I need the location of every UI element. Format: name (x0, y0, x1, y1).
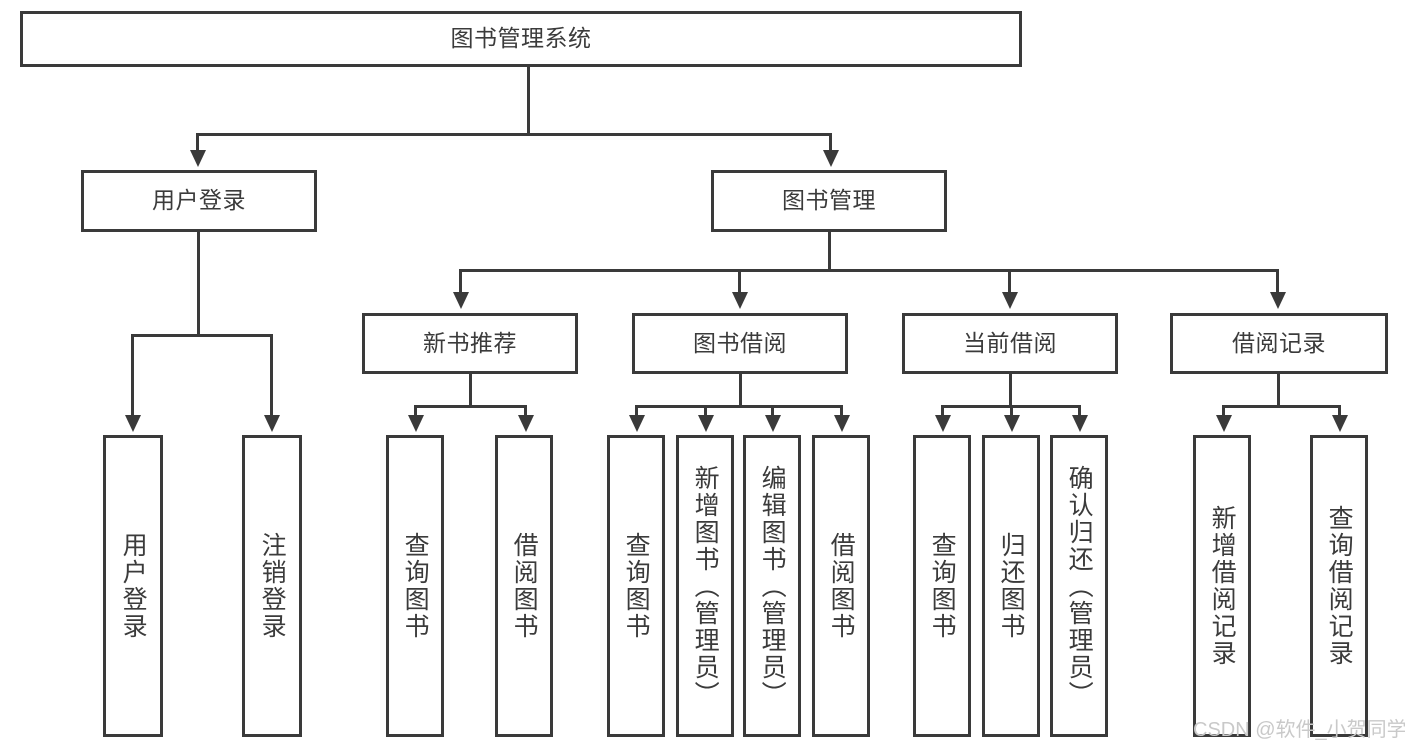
connector-br-drop-1 (1222, 405, 1225, 418)
node-label: 查询图书 (622, 532, 651, 640)
connector-cb-drop-1 (941, 405, 944, 418)
arrowhead-leaf-edit-book (765, 415, 781, 432)
connector-nbr-drop-1 (414, 405, 417, 418)
node-leaf-query-record[interactable]: 查询借阅记录 (1310, 435, 1368, 737)
arrowhead-borrow-record (1270, 292, 1286, 309)
connector-root-stem (527, 67, 530, 135)
node-label: 借阅图书 (510, 532, 539, 640)
arrowhead-current-borrow (1002, 292, 1018, 309)
arrowhead-leaf-confirm-return (1072, 415, 1088, 432)
node-user-login[interactable]: 用户登录 (81, 170, 317, 232)
arrowhead-new-book-recommend (453, 292, 469, 309)
node-leaf-add-book[interactable]: 新增图书（管理员） (676, 435, 734, 737)
arrowhead-to-user-login (190, 150, 206, 167)
node-leaf-user-login[interactable]: 用户登录 (103, 435, 163, 737)
node-label: 图书管理 (782, 187, 876, 214)
node-label: 查询图书 (928, 532, 957, 640)
arrowhead-leaf-query-book-3 (935, 415, 951, 432)
connector-nbr-drop-2 (524, 405, 527, 418)
node-label: 查询图书 (401, 532, 430, 640)
node-leaf-borrow-book-2[interactable]: 借阅图书 (812, 435, 870, 737)
connector-br-bar (1222, 405, 1341, 408)
connector-root-bar (196, 133, 832, 136)
connector-nbr-bar (414, 405, 527, 408)
connector-br-drop-2 (1338, 405, 1341, 418)
arrowhead-to-book-management (823, 150, 839, 167)
connector-cb-stem (1009, 374, 1012, 408)
node-root-system[interactable]: 图书管理系统 (20, 11, 1022, 67)
connector-root-to-user-login (196, 133, 199, 153)
arrowhead-leaf-logout-login (264, 415, 280, 432)
connector-bb-drop-4 (840, 405, 843, 418)
connector-bm-drop-3 (1008, 269, 1011, 295)
node-borrow-record[interactable]: 借阅记录 (1170, 313, 1388, 374)
node-label: 新书推荐 (423, 329, 517, 356)
node-label: 编辑图书（管理员） (758, 464, 787, 708)
node-leaf-query-book-1[interactable]: 查询图书 (386, 435, 444, 737)
node-leaf-query-book-2[interactable]: 查询图书 (607, 435, 665, 737)
connector-bm-drop-4 (1276, 269, 1279, 295)
node-leaf-add-record[interactable]: 新增借阅记录 (1193, 435, 1251, 737)
node-label: 确认归还（管理员） (1065, 464, 1094, 708)
connector-root-to-book-management (829, 133, 832, 153)
node-leaf-edit-book[interactable]: 编辑图书（管理员） (743, 435, 801, 737)
node-current-borrow[interactable]: 当前借阅 (902, 313, 1118, 374)
node-label: 图书管理系统 (450, 25, 592, 52)
connector-bm-drop-2 (738, 269, 741, 295)
node-leaf-return-book[interactable]: 归还图书 (982, 435, 1040, 737)
arrowhead-leaf-add-book (698, 415, 714, 432)
node-leaf-query-book-3[interactable]: 查询图书 (913, 435, 971, 737)
arrowhead-leaf-query-record (1332, 415, 1348, 432)
connector-user-login-drop-2 (270, 334, 273, 418)
connector-nbr-stem (469, 374, 472, 408)
connector-bb-stem (739, 374, 742, 408)
arrowhead-leaf-borrow-book-2 (834, 415, 850, 432)
node-label: 当前借阅 (963, 329, 1057, 356)
connector-bb-drop-1 (635, 405, 638, 418)
node-label: 归还图书 (997, 532, 1026, 640)
node-new-book-recommend[interactable]: 新书推荐 (362, 313, 578, 374)
arrowhead-leaf-add-record (1216, 415, 1232, 432)
node-book-borrow[interactable]: 图书借阅 (632, 313, 848, 374)
arrowhead-leaf-borrow-book-1 (518, 415, 534, 432)
arrowhead-leaf-return-book (1004, 415, 1020, 432)
arrowhead-leaf-user-login (125, 415, 141, 432)
arrowhead-leaf-query-book-1 (408, 415, 424, 432)
connector-user-login-stem (197, 232, 200, 337)
node-label: 用户登录 (119, 532, 148, 640)
connector-bb-drop-3 (771, 405, 774, 418)
node-label: 用户登录 (152, 187, 246, 214)
connector-user-login-drop-1 (131, 334, 134, 418)
node-leaf-confirm-return[interactable]: 确认归还（管理员） (1050, 435, 1108, 737)
node-label: 新增借阅记录 (1208, 505, 1237, 667)
connector-bb-drop-2 (704, 405, 707, 418)
node-label: 注销登录 (258, 532, 287, 640)
node-book-management[interactable]: 图书管理 (711, 170, 947, 232)
connector-bb-bar (635, 405, 843, 408)
node-label: 图书借阅 (693, 329, 787, 356)
node-label: 查询借阅记录 (1325, 505, 1354, 667)
arrowhead-leaf-query-book-2 (629, 415, 645, 432)
connector-bm-drop-1 (459, 269, 462, 295)
connector-book-management-stem (828, 232, 831, 272)
node-leaf-logout-login[interactable]: 注销登录 (242, 435, 302, 737)
node-label: 借阅记录 (1232, 329, 1326, 356)
node-label: 借阅图书 (827, 532, 856, 640)
node-leaf-borrow-book-1[interactable]: 借阅图书 (495, 435, 553, 737)
arrowhead-book-borrow (732, 292, 748, 309)
connector-book-management-bar (459, 269, 1279, 272)
connector-cb-drop-2 (1010, 405, 1013, 418)
connector-br-stem (1277, 374, 1280, 408)
node-label: 新增图书（管理员） (691, 464, 720, 708)
connector-cb-drop-3 (1078, 405, 1081, 418)
connector-user-login-bar (131, 334, 273, 337)
